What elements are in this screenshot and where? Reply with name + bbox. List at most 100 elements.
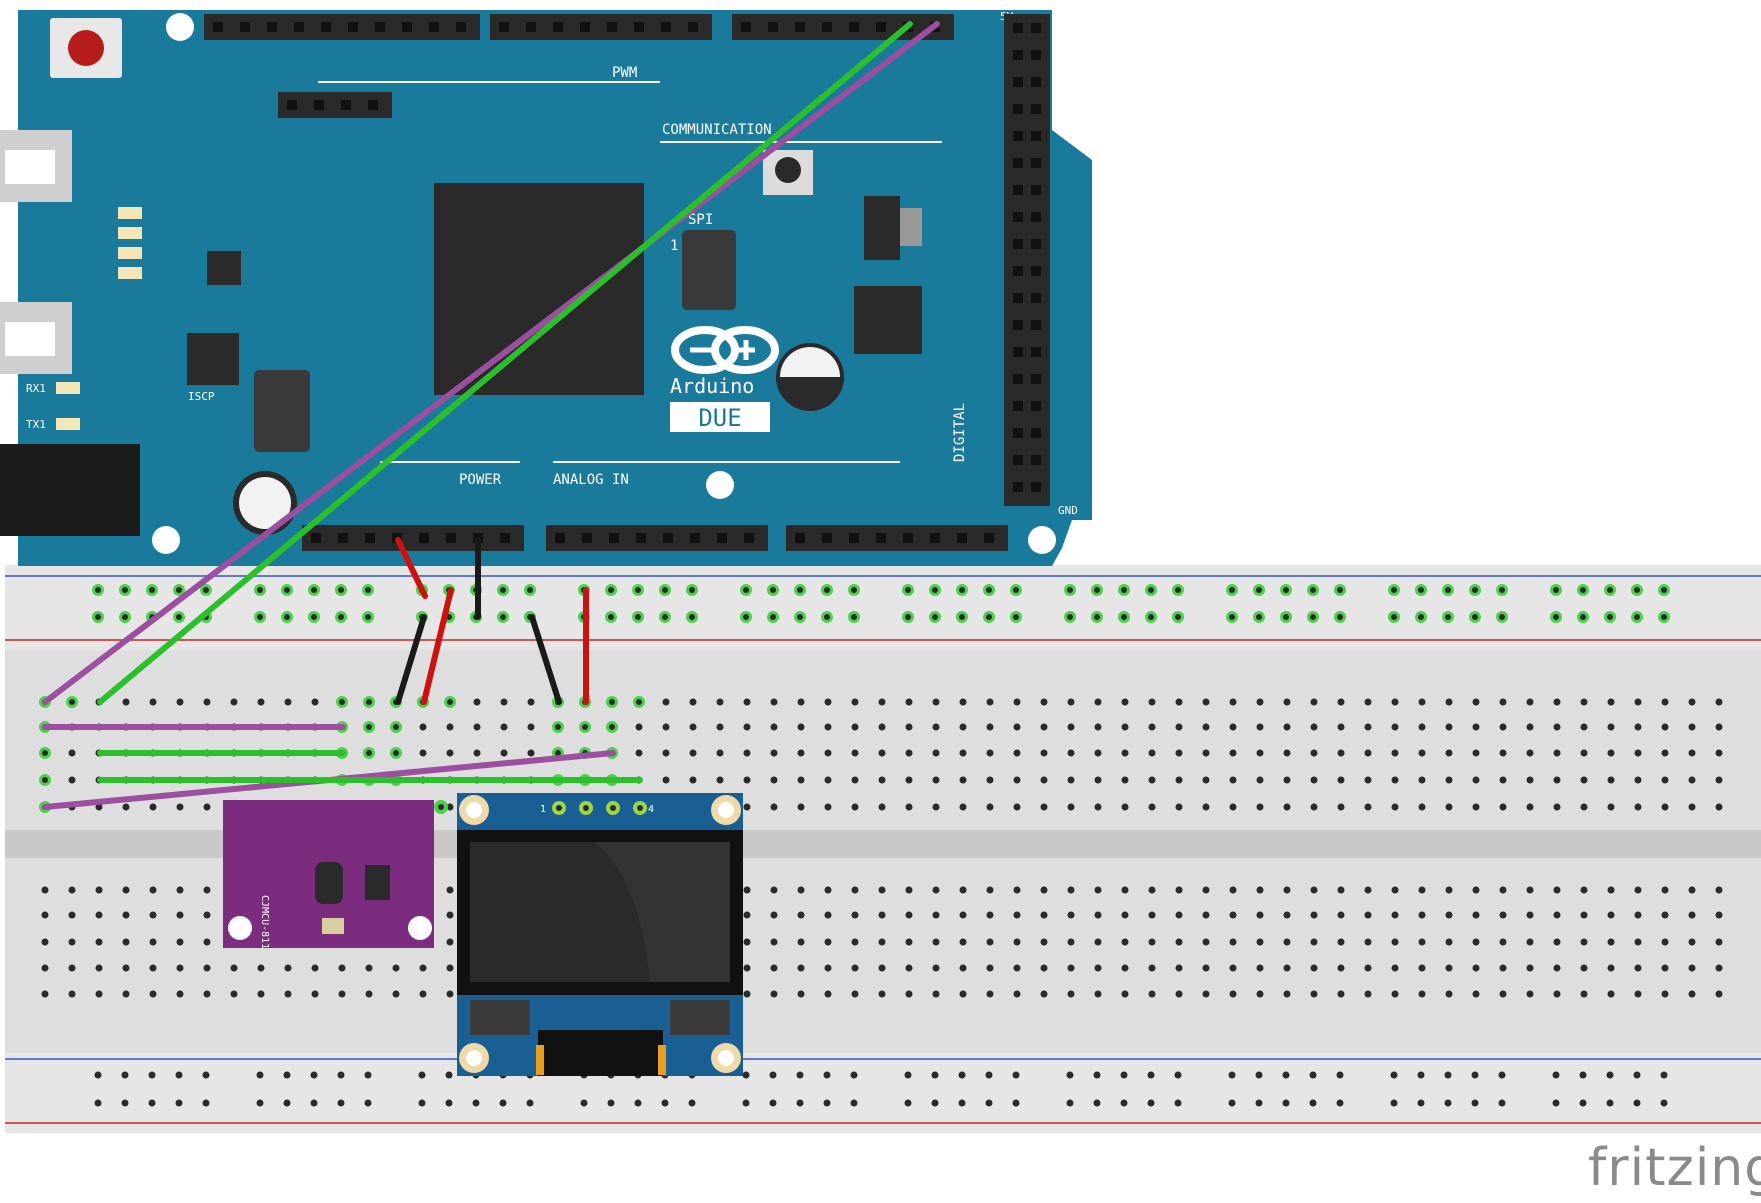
- breadboard-hole: [527, 698, 535, 706]
- breadboard-hole: [1202, 938, 1210, 946]
- breadboard-hole: [1229, 911, 1237, 919]
- breadboard-hole: [716, 698, 724, 706]
- oled-pin-first: 1: [540, 804, 546, 815]
- breadboard-hole: [1013, 964, 1021, 972]
- breadboard-hole: [1688, 723, 1696, 731]
- breadboard-hole: [149, 803, 157, 811]
- breadboard-hole: [149, 938, 157, 946]
- rail-hole: [445, 1099, 453, 1107]
- breadboard-hole: [851, 803, 859, 811]
- breadboard-hole: [1067, 938, 1075, 946]
- breadboard-hole: [1364, 938, 1372, 946]
- breadboard-hole: [851, 938, 859, 946]
- rail-hole-center: [1337, 614, 1343, 620]
- header-pin: [957, 533, 967, 543]
- rail-hole: [1633, 1071, 1641, 1079]
- breadboard-hole: [1661, 803, 1669, 811]
- rail-hole-center: [770, 587, 776, 593]
- breadboard-hole: [1337, 911, 1345, 919]
- header-power: [302, 525, 524, 551]
- breadboard-hole: [1175, 723, 1183, 731]
- rail-hole: [607, 1099, 615, 1107]
- rail-hole-center: [1418, 587, 1424, 593]
- breadboard-hole: [1310, 776, 1318, 784]
- header-pin: [849, 533, 859, 543]
- cjmcu-811-sensor: CJMCU-811: [223, 800, 434, 949]
- header-pin: [634, 22, 644, 32]
- breadboard-hole: [1445, 938, 1453, 946]
- breadboard-hole: [851, 964, 859, 972]
- rail-hole: [1147, 1071, 1155, 1079]
- rail-hole: [1282, 1071, 1290, 1079]
- breadboard-hole: [176, 938, 184, 946]
- breadboard-hole: [905, 990, 913, 998]
- oled-pin-center: [610, 805, 616, 811]
- breadboard-hole: [1715, 803, 1723, 811]
- breadboard-hole: [932, 803, 940, 811]
- rail-hole-center: [1553, 614, 1559, 620]
- breadboard-hole: [1418, 803, 1426, 811]
- breadboard-hole: [1175, 749, 1183, 757]
- header-pin: [1013, 374, 1023, 384]
- rail-hole: [499, 1099, 507, 1107]
- rail-hole: [1120, 1099, 1128, 1107]
- breadboard-hole: [1688, 990, 1696, 998]
- breadboard-hole: [1634, 886, 1642, 894]
- rail-hole-center: [1256, 614, 1262, 620]
- rail-hole-center: [1310, 614, 1316, 620]
- rail-hole-center: [1499, 614, 1505, 620]
- breadboard-hole: [1175, 698, 1183, 706]
- header-pin: [368, 100, 378, 110]
- analog-in-label: ANALOG IN: [553, 472, 629, 488]
- breadboard-hole: [689, 776, 697, 784]
- breadboard-hole: [1634, 964, 1642, 972]
- header-pin: [1013, 428, 1023, 438]
- breadboard-hole: [1229, 749, 1237, 757]
- breadboard-hole: [1553, 938, 1561, 946]
- rail-hole-center: [1634, 587, 1640, 593]
- rail-hole-center: [851, 587, 857, 593]
- breadboard-hole: [95, 990, 103, 998]
- breadboard-hole: [743, 698, 751, 706]
- breadboard-hole: [446, 911, 454, 919]
- breadboard-hole: [1391, 964, 1399, 972]
- breadboard-hole: [959, 803, 967, 811]
- rail-hole: [1309, 1099, 1317, 1107]
- breadboard-hole: [1715, 911, 1723, 919]
- breadboard-hole: [1256, 698, 1264, 706]
- breadboard-hole: [1283, 698, 1291, 706]
- breadboard-hole: [1094, 723, 1102, 731]
- breadboard-hole: [959, 886, 967, 894]
- breadboard-hole: [68, 938, 76, 946]
- header-pin: [1031, 158, 1041, 168]
- rail-hole: [1228, 1099, 1236, 1107]
- breadboard-hole: [1688, 938, 1696, 946]
- rail-hole: [823, 1099, 831, 1107]
- breadboard-hole: [878, 776, 886, 784]
- breadboard-hole: [1661, 749, 1669, 757]
- rail-hole-center: [1580, 587, 1586, 593]
- breadboard-hole: [1310, 990, 1318, 998]
- breadboard-hole: [1661, 698, 1669, 706]
- rail-hole-center: [986, 614, 992, 620]
- breadboard-hole: [419, 990, 427, 998]
- breadboard-hole: [878, 911, 886, 919]
- breadboard-hole: [878, 964, 886, 972]
- breadboard-hole: [1472, 938, 1480, 946]
- rail-hole: [1552, 1071, 1560, 1079]
- breadboard-hole: [1472, 990, 1480, 998]
- breadboard-hole: [257, 990, 265, 998]
- breadboard-hole: [1688, 886, 1696, 894]
- breadboard-hole: [311, 964, 319, 972]
- breadboard-hole: [1607, 886, 1615, 894]
- breadboard-hole: [1445, 698, 1453, 706]
- breadboard-hole: [1175, 776, 1183, 784]
- breadboard-hole: [95, 938, 103, 946]
- breadboard-hole: [1364, 749, 1372, 757]
- spi-pin1-label: 1: [670, 238, 678, 254]
- rail-hole-center: [743, 614, 749, 620]
- breadboard-hole: [689, 723, 697, 731]
- breadboard-hole: [95, 911, 103, 919]
- breadboard-hole: [1499, 698, 1507, 706]
